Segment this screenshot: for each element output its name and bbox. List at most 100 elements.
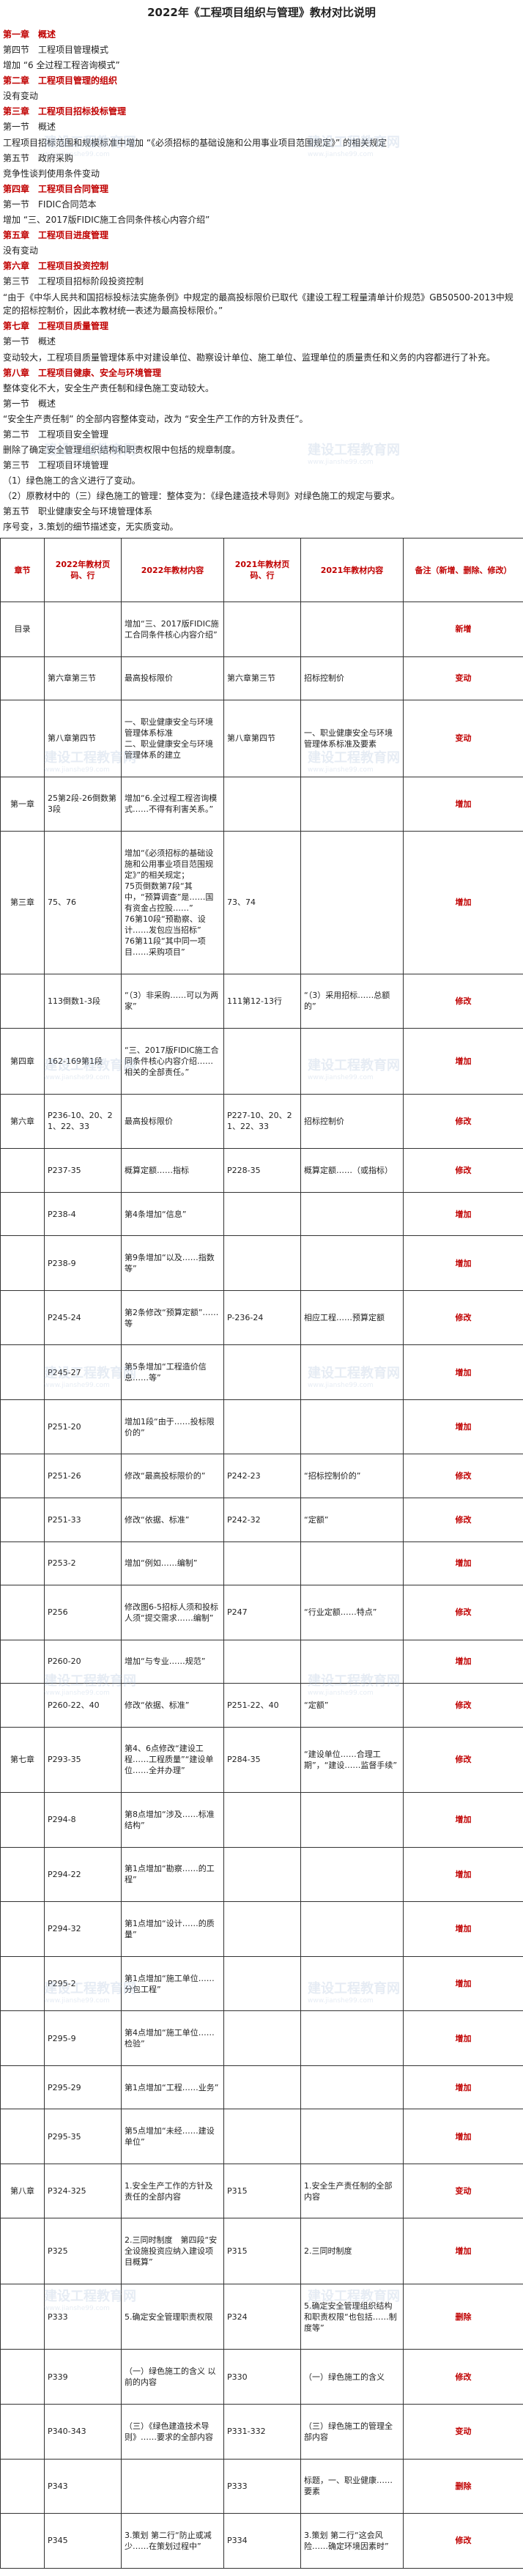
cell-p21: 第八章第四节 <box>223 700 301 777</box>
cell-c22: 增加“《必须招标的基础设施和公用事业项目范围规定》”的相关规定； 75页倒数第7… <box>121 831 224 974</box>
cell-p21 <box>223 1639 301 1684</box>
cell-c21 <box>300 2065 404 2110</box>
cell-chapter <box>0 1497 45 1542</box>
cell-chapter: 第七章 <box>0 1726 45 1794</box>
cell-p22: P260-22、40 <box>44 1683 122 1728</box>
column-header: 2022年教材页码、行 <box>44 538 122 602</box>
intro-line: 第二节 工程项目安全管理 <box>3 429 109 440</box>
intro-line: 增加 “三、2017版FIDIC施工合同条件核心内容介绍” <box>3 215 210 225</box>
cell-status: 变动 <box>403 2404 523 2460</box>
cell-status: 增加 <box>403 1792 523 1848</box>
cell-c21: 一、职业健康安全与环境管理体系标准及要素 <box>300 700 404 777</box>
cell-c22: “（3）非采购……可以为两家” <box>121 973 224 1029</box>
cell-c22: 增加“与专业……规范” <box>121 1639 224 1684</box>
cell-p21 <box>223 1955 301 2012</box>
cell-p22: P339 <box>44 2349 122 2405</box>
cell-p22: P256 <box>44 1585 122 1640</box>
cell-p22: P245-27 <box>44 1344 122 1400</box>
cell-p21 <box>223 602 301 657</box>
cell-status: 增加 <box>403 1191 523 1237</box>
cell-c22: 第5条增加“工程造价信息……等” <box>121 1344 224 1400</box>
cell-c21 <box>300 602 404 657</box>
cell-c21: “建设单位……合理工期”，“建设……监督手续” <box>300 1726 404 1794</box>
cell-status: 增加 <box>403 1955 523 2012</box>
cell-status: 增加 <box>403 831 523 974</box>
cell-chapter <box>0 1792 45 1848</box>
cell-p21: 第六章第三节 <box>223 656 301 701</box>
cell-p21 <box>223 1191 301 1237</box>
cell-c22: 第4点增加“施工单位……检验” <box>121 2010 224 2066</box>
cell-p22: P237-35 <box>44 1148 122 1193</box>
cell-status: 修改 <box>403 1454 523 1498</box>
cell-c21: 3.策划 第二行“这会风险……确定环境因素时” <box>300 2513 404 2569</box>
cell-p21: 73、74 <box>223 831 301 974</box>
cell-chapter <box>0 1683 45 1728</box>
cell-c21: 2.三同时制度 <box>300 2218 404 2284</box>
cell-p21: P251-22、40 <box>223 1683 301 1728</box>
cell-p22: 75、76 <box>44 831 122 974</box>
cell-chapter <box>0 1344 45 1400</box>
cell-c21 <box>300 831 404 974</box>
cell-c21: 5.确定安全管理组织结构和职责权限“也包括……制度等” <box>300 2283 404 2350</box>
cell-chapter: 第八章 <box>0 2163 45 2219</box>
cell-c21: 招标控制价 <box>300 656 404 701</box>
chapter-heading: 第五章 工程项目进度管理 <box>3 230 109 240</box>
cell-p21 <box>223 1399 301 1455</box>
cell-status: 修改 <box>403 1585 523 1640</box>
cell-chapter <box>0 1235 45 1291</box>
cell-c21 <box>300 1901 404 1957</box>
cell-c22: 第4条增加“信息” <box>121 1191 224 1237</box>
intro-line: 没有变动 <box>3 91 39 101</box>
cell-status: 增加 <box>403 2109 523 2164</box>
cell-c22: 增加1段“由于……投标限价的” <box>121 1399 224 1455</box>
cell-chapter <box>0 1289 45 1346</box>
cell-p22: P238-9 <box>44 1235 122 1291</box>
cell-p22: P251-33 <box>44 1497 122 1542</box>
cell-c22: 第1点增加“施工单位……分包工程” <box>121 1955 224 2012</box>
cell-c21 <box>300 1028 404 1095</box>
cell-chapter <box>0 1639 45 1684</box>
cell-status: 增加 <box>403 1399 523 1455</box>
cell-c22: 修改“依据、标准” <box>121 1497 224 1542</box>
cell-chapter <box>0 2283 45 2350</box>
cell-p22: P294-8 <box>44 1792 122 1848</box>
cell-c21 <box>300 1541 404 1586</box>
cell-p22: P245-24 <box>44 1289 122 1346</box>
cell-p22: P294-22 <box>44 1846 122 1903</box>
intro-line: 第一节 FIDIC合同范本 <box>3 199 97 210</box>
cell-c21: 相应工程……预算定额 <box>300 1289 404 1346</box>
cell-p21: P284-35 <box>223 1726 301 1794</box>
cell-p21 <box>223 1541 301 1586</box>
page-title: 2022年《工程项目组织与管理》教材对比说明 <box>147 6 376 19</box>
intro-line: “安全生产责任制” 的全部内容整体变动，改为 “安全生产工作的方针及责任”。 <box>3 414 308 424</box>
cell-c22: 第1点增加“勘察……的工程” <box>121 1846 224 1903</box>
cell-status: 增加 <box>403 2218 523 2284</box>
cell-c22: 3.策划 第二行“防止或减少……在策划过程中” <box>121 2513 224 2569</box>
cell-p22: P251-26 <box>44 1454 122 1498</box>
cell-chapter <box>0 2218 45 2284</box>
cell-status: 变动 <box>403 2163 523 2219</box>
cell-chapter <box>0 1585 45 1640</box>
cell-c22 <box>121 2458 224 2514</box>
cell-c22: 最高投标限价 <box>121 656 224 701</box>
cell-status: 修改 <box>403 1148 523 1193</box>
cell-c22: 第1点增加“工程……业务” <box>121 2065 224 2110</box>
cell-p22: 25第2段-26倒数第3段 <box>44 776 122 832</box>
cell-status: 修改 <box>403 1497 523 1542</box>
cell-p22: 第八章第四节 <box>44 700 122 777</box>
cell-c21: “定额” <box>300 1683 404 1728</box>
cell-p21: P247 <box>223 1585 301 1640</box>
cell-p21: P330 <box>223 2349 301 2405</box>
